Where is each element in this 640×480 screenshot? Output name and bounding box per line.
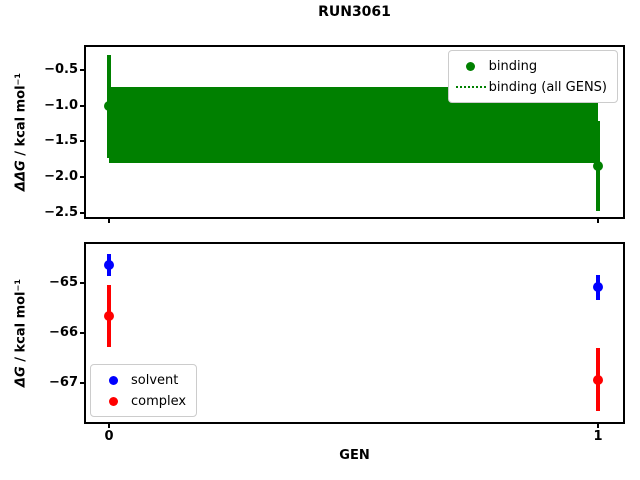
x-tick-label: 0 (104, 429, 114, 444)
y-tick-label: −66 (49, 324, 78, 340)
legend-label-binding-all-gens: binding (all GENS) (488, 79, 607, 95)
y-tick (80, 176, 84, 178)
y-tick (80, 68, 84, 71)
legend-marker-cell (453, 86, 489, 88)
legend-row-binding: binding (453, 56, 607, 76)
x-tick-label: 1 (593, 429, 603, 444)
y-tick (80, 104, 84, 107)
solvent-dot-icon (108, 375, 118, 385)
y-tick (80, 140, 84, 143)
data-point-solvent-gen1 (593, 281, 604, 292)
legend-marker-cell (453, 61, 489, 71)
binding-dot-icon (466, 61, 476, 71)
axes-top-binding-plot: binding binding (all GENS) −0.5 −1.0 −1.5 −… (44, 45, 625, 223)
y-tick-label: −0.5 (44, 61, 78, 77)
data-point-complex-gen1 (593, 375, 604, 385)
y-tick-label: −2.5 (44, 204, 78, 220)
x-tick (107, 424, 110, 428)
data-point-complex-gen0 (103, 310, 114, 321)
legend-label-complex: complex (131, 393, 187, 409)
ylabel-top-math: ΔΔG (13, 160, 29, 192)
binding-all-gens-dotted-line-icon (455, 86, 486, 88)
y-tick-label: −65 (49, 274, 78, 290)
x-tick (597, 219, 600, 223)
data-point-solvent-gen0 (103, 259, 114, 270)
xlabel-gen: GEN (339, 448, 370, 463)
legend-row-binding-all-gens: binding (all GENS) (453, 77, 607, 97)
complex-dot-icon (108, 396, 118, 406)
y-tick-label: −1.5 (44, 133, 78, 149)
legend-label-solvent: solvent (131, 372, 179, 388)
legend-bottom: solvent complex (90, 364, 198, 417)
legend-marker-cell (95, 396, 131, 406)
ylabel-top: ΔΔG / kcal mol⁻¹ (14, 73, 29, 191)
y-tick (80, 381, 84, 384)
y-tick (80, 331, 84, 334)
y-tick-label: −1.0 (44, 97, 78, 113)
legend-top: binding binding (all GENS) (447, 50, 618, 103)
x-tick (597, 424, 600, 428)
ylabel-bottom: ΔG / kcal mol⁻¹ (14, 279, 29, 387)
ylabel-bottom-math: ΔG (13, 366, 29, 388)
legend-row-solvent: solvent (95, 370, 186, 390)
legend-label-binding: binding (488, 58, 538, 74)
y-tick-label: −2.0 (44, 169, 78, 184)
y-tick (80, 281, 84, 284)
y-tick-label: −67 (49, 374, 78, 390)
legend-row-complex: complex (95, 391, 186, 411)
data-point-binding-gen1 (593, 161, 604, 172)
ylabel-top-units: / kcal mol⁻¹ (13, 72, 29, 161)
data-point-binding-gen0 (103, 100, 114, 111)
y-tick (80, 211, 84, 214)
figure-title: RUN3061 (318, 4, 391, 20)
axes-bottom-dg-plot: solvent complex −65 −66 −67 0 1 (49, 242, 625, 444)
ylabel-bottom-units: / kcal mol⁻¹ (13, 278, 29, 367)
legend-marker-cell (95, 375, 131, 385)
x-tick (107, 219, 110, 223)
